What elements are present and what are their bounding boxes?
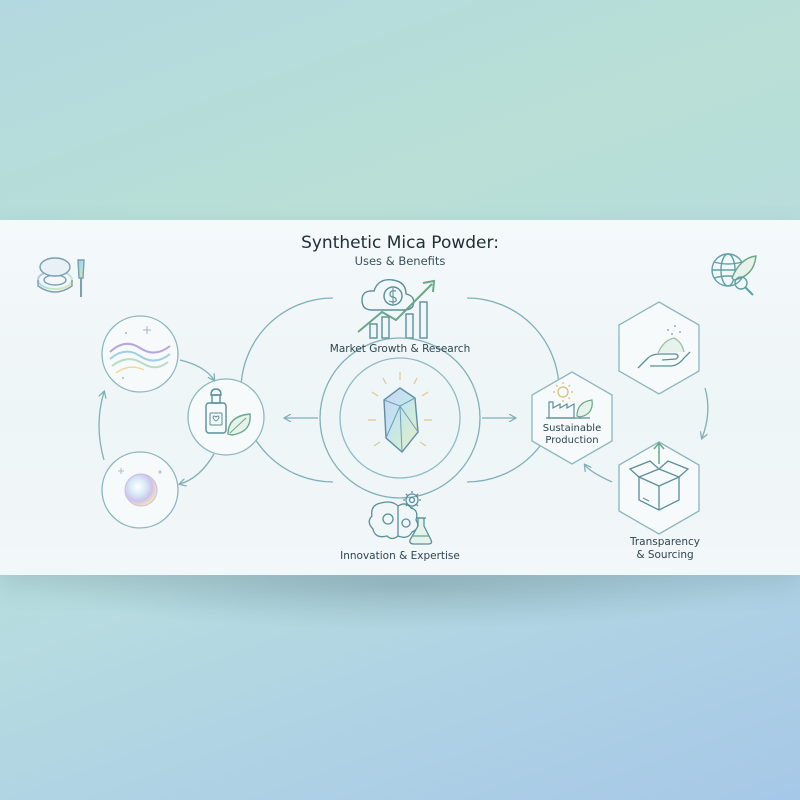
label-sustainable-production: Sustainable Production [512, 423, 632, 447]
right-cycle-arrows [585, 387, 709, 483]
cloud-dollar-growth-chart-icon [357, 279, 436, 339]
page-subtitle: Uses & Benefits [354, 254, 446, 268]
transparency-node [618, 441, 700, 535]
shimmer-waves-node [101, 315, 179, 393]
sourcing-node [618, 301, 700, 395]
label-transparency-line1: Transparency [629, 536, 701, 548]
hand-powder-icon [637, 325, 691, 369]
crystal-icon [368, 372, 432, 454]
serum-bottle-node [187, 378, 265, 456]
label-transparency-sourcing: Transparency & Sourcing [590, 536, 740, 562]
infographic-card: Synthetic Mica Powder: Uses & Benefits M… [0, 220, 800, 575]
shimmer-waves-icon [109, 326, 171, 379]
globe-leaf-icon [711, 253, 757, 296]
brain-gears-flask-icon [368, 491, 433, 545]
serum-bottle-leaf-icon [205, 388, 251, 436]
pearl-node [101, 451, 179, 529]
left-cycle-arrows [98, 359, 214, 484]
compact-and-brush-icon [37, 257, 85, 297]
sustainable-production-node [531, 371, 613, 465]
diagram-canvas [37, 253, 757, 545]
page-title: Synthetic Mica Powder: [301, 233, 499, 253]
label-transparency-line2: & Sourcing [636, 549, 694, 561]
factory-sun-leaf-icon [546, 382, 593, 419]
label-innovation: Innovation & Expertise [340, 550, 460, 562]
iridescent-pearl-icon [118, 468, 162, 507]
central-crystal-hub [240, 297, 560, 499]
label-sustainable-line1: Sustainable [542, 423, 602, 434]
open-box-arrow-icon [628, 441, 690, 511]
label-sustainable-line2: Production [545, 435, 599, 446]
label-market-growth: Market Growth & Research [329, 343, 471, 355]
